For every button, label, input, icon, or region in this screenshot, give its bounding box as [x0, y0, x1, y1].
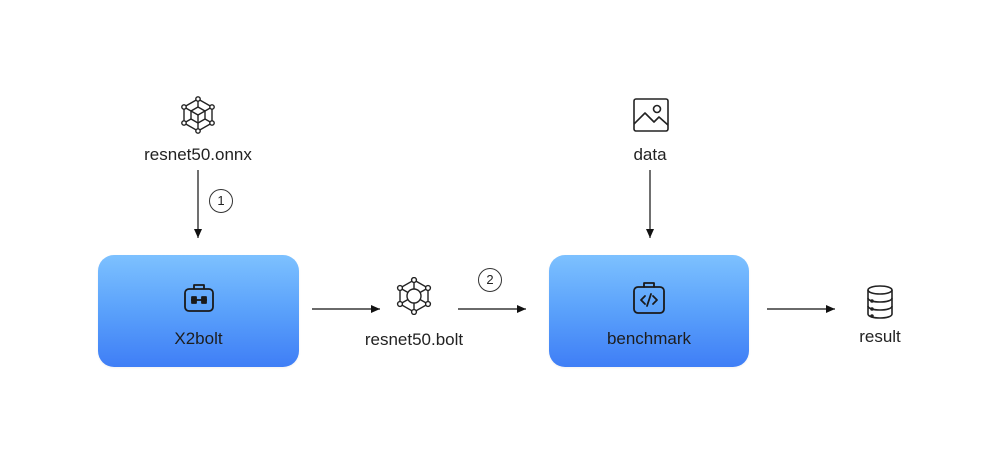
model-cube-network-icon — [179, 96, 217, 139]
resnet50-bolt-label: resnet50.bolt — [364, 330, 464, 349]
toolbox-icon — [181, 279, 217, 320]
data-label: data — [633, 145, 667, 164]
result-label: result — [859, 327, 901, 346]
code-icon — [630, 279, 668, 322]
step-1-marker: 1 — [209, 189, 233, 213]
x2bolt-label: X2bolt — [174, 329, 223, 348]
resnet50-onnx-label: resnet50.onnx — [144, 145, 252, 164]
benchmark-box: benchmark — [549, 255, 749, 367]
x2bolt-box: X2bolt — [98, 255, 299, 367]
step-2-marker: 2 — [478, 268, 502, 292]
hexagon-network-icon — [395, 276, 433, 320]
image-icon — [632, 97, 670, 138]
database-icon — [866, 285, 894, 324]
benchmark-label: benchmark — [606, 329, 692, 348]
